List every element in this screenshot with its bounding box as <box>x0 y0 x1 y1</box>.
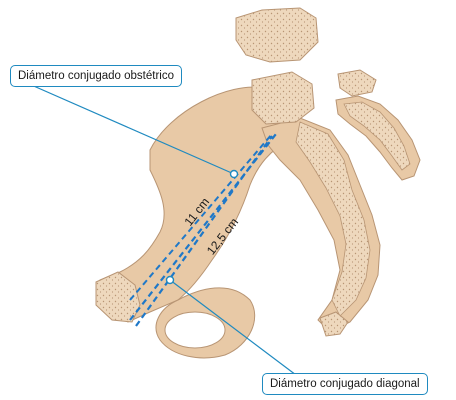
obstetric-conjugate-callout: Diámetro conjugado obstétrico <box>10 65 182 87</box>
l5-vertebra <box>252 72 314 124</box>
spinous-process-upper <box>338 70 376 96</box>
obturator-foramen <box>165 312 225 348</box>
diagonal-marker <box>167 277 174 284</box>
obstetric-marker <box>231 171 238 178</box>
diagonal-conjugate-callout: Diámetro conjugado diagonal <box>262 373 428 395</box>
lumbar-vertebra <box>236 8 318 62</box>
